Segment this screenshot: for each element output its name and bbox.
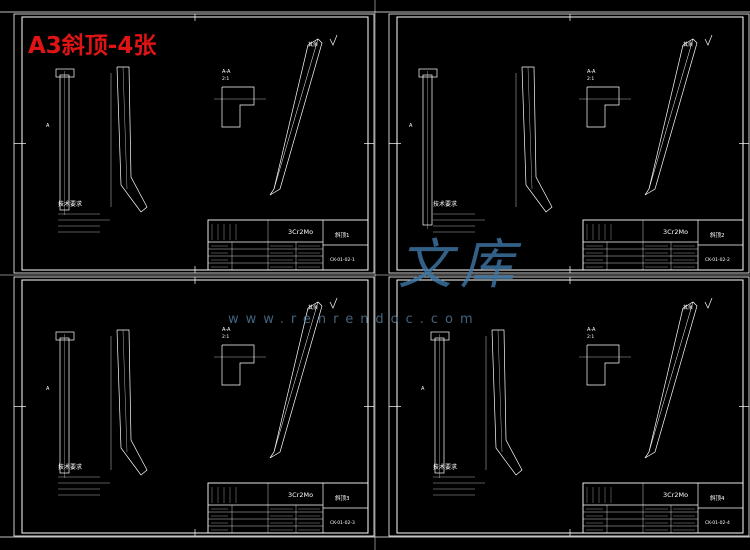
tech-req-heading: 技术要求 [433, 200, 457, 208]
drawing-number: CK-01-02-3 [330, 520, 355, 526]
roughness-note: 其余 [683, 41, 693, 48]
scale-label: 2:1 [222, 334, 229, 340]
lifter-views: A A-A2:1 [46, 301, 323, 478]
roughness-note: 其余 [308, 41, 318, 48]
scale-label: 2:1 [587, 76, 594, 82]
svg-text:A: A [46, 123, 50, 129]
svg-text:A: A [421, 386, 425, 392]
drawing-number: CK-01-02-1 [330, 257, 355, 263]
scale-label: 2:1 [222, 76, 229, 82]
lifter-views: A A-A2:1 [46, 38, 323, 215]
page-title: A3斜顶-4张 [28, 33, 157, 59]
lifter-views: A A-A2:1 [409, 38, 698, 229]
svg-text:A: A [46, 386, 50, 392]
tech-requirements: 技术要求 [433, 200, 485, 233]
tech-requirements: 技术要求 [58, 463, 110, 496]
tech-requirements: 技术要求 [433, 463, 485, 496]
section-label: A-A [587, 327, 596, 333]
part-name: 斜顶3 [335, 494, 350, 502]
part-name: 斜顶1 [335, 231, 350, 239]
section-label: A-A [222, 69, 231, 75]
scale-label: 2:1 [587, 334, 594, 340]
tech-req-heading: 技术要求 [58, 463, 82, 471]
section-label: A-A [587, 69, 596, 75]
drawing-number: CK-01-02-2 [705, 257, 730, 263]
tech-requirements: 技术要求 [58, 200, 110, 233]
material-label: 3Cr2Mo [288, 491, 313, 499]
watermark-text-cn: 文库 [398, 233, 522, 296]
material-label: 3Cr2Mo [288, 228, 313, 236]
part-name: 斜顶2 [710, 231, 725, 239]
tech-req-heading: 技术要求 [58, 200, 82, 208]
lifter-views: A A-A2:1 [421, 301, 698, 478]
section-label: A-A [222, 327, 231, 333]
drawing-number: CK-01-02-4 [705, 520, 730, 526]
roughness-note: 其余 [683, 304, 693, 311]
tech-req-heading: 技术要求 [433, 463, 457, 471]
material-label: 3Cr2Mo [663, 228, 688, 236]
watermark-url: www.renrendoc.com [228, 312, 480, 327]
part-name: 斜顶4 [710, 494, 725, 502]
svg-text:A: A [409, 123, 413, 129]
material-label: 3Cr2Mo [663, 491, 688, 499]
roughness-note: 其余 [308, 304, 318, 311]
